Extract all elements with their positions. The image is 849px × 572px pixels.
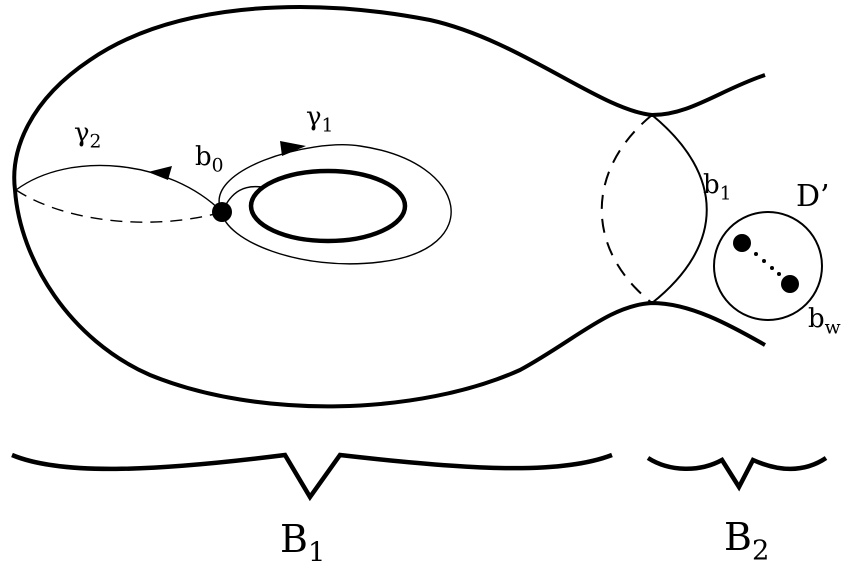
loop-gamma2-front: [15, 164, 223, 213]
label-gamma2: γ2: [74, 118, 102, 153]
label-d-prime: D’: [796, 179, 830, 214]
label-b1-brace: B1: [280, 517, 326, 569]
brace-b1: [11, 452, 613, 502]
arrow-gamma2-icon: [148, 166, 172, 180]
neck-curve-back: [600, 114, 653, 304]
brace-b2: [646, 456, 828, 492]
label-bw: bw: [808, 304, 841, 339]
label-gamma1: γ1: [306, 102, 334, 137]
loop-gamma1: [218, 144, 452, 265]
label-b1: b1: [703, 170, 732, 205]
ellipsis-dot: [762, 259, 766, 263]
neck-curve-front: [651, 114, 708, 304]
label-b0: b0: [195, 142, 224, 177]
loop-gamma2-back: [15, 189, 223, 223]
disk-d-prime: [713, 211, 823, 321]
ellipsis-dot: [770, 266, 774, 270]
surface-outline: [12, 5, 766, 409]
disk-point-lower: [781, 275, 799, 293]
ellipsis-dot: [754, 252, 758, 256]
label-b2-brace: B2: [724, 515, 770, 567]
surface-hole: [248, 168, 408, 244]
basepoint-dot: [212, 202, 232, 222]
arrow-gamma1-icon: [280, 141, 306, 156]
ellipsis-dot: [777, 272, 781, 276]
disk-point-upper: [733, 234, 751, 252]
